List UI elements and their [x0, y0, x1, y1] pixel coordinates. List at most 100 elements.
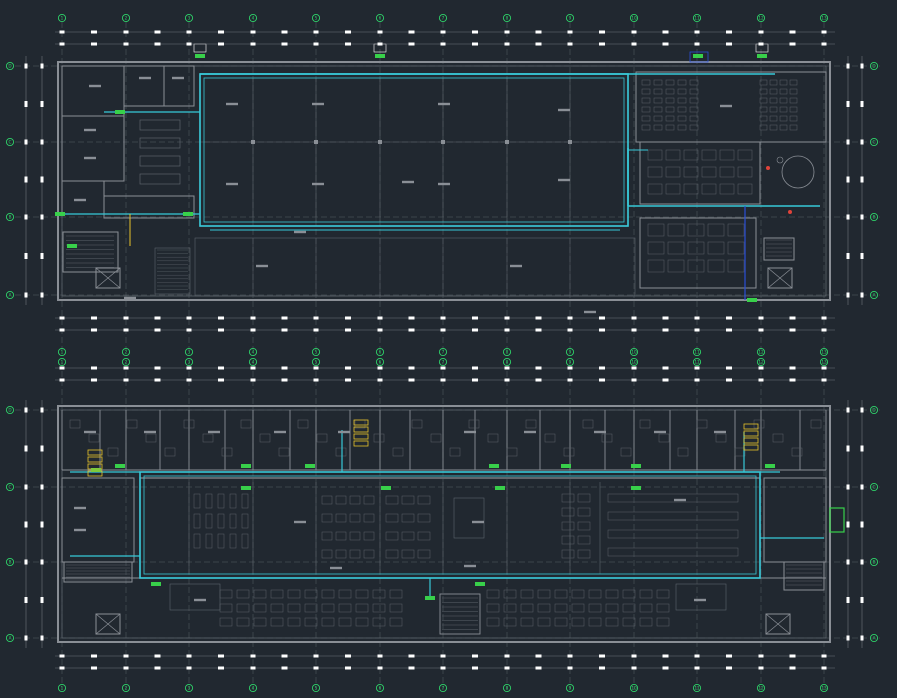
axis-bubble-label: 2 [125, 360, 128, 365]
production-bays [194, 73, 636, 297]
bench-row [607, 493, 739, 503]
equipment-panel [829, 507, 845, 533]
axis-bubble-label: 1 [61, 350, 64, 355]
axis-bubble-label: 3 [188, 686, 191, 691]
fixture [240, 419, 252, 429]
workstation [639, 603, 653, 613]
workstation [622, 617, 636, 627]
equipment-block [139, 137, 181, 149]
axis-bubble [756, 347, 766, 357]
dimension-text [408, 328, 415, 332]
dimension-text [218, 316, 224, 320]
office-area-wall [639, 217, 757, 289]
chair [759, 124, 768, 131]
cabinet [205, 513, 213, 529]
axis-bubble [121, 683, 131, 693]
axis-bubble [629, 357, 639, 367]
lower-hall [194, 237, 636, 297]
fixture [278, 447, 290, 457]
axis-bubble-label: 1 [61, 686, 64, 691]
dimension-tick [504, 378, 510, 382]
workstation [401, 549, 415, 559]
dimension-tick [694, 378, 700, 382]
dimension-tick [821, 654, 827, 658]
diffuser-marker [115, 110, 125, 114]
cabinet [193, 493, 201, 509]
dimension-text [662, 366, 669, 370]
axis-bubble [502, 683, 512, 693]
dimension-tick [59, 316, 65, 320]
chair [789, 115, 798, 122]
axis-bubble-label: 3 [188, 16, 191, 21]
workstation [707, 241, 725, 255]
workstation [372, 589, 386, 599]
dimension-tick [40, 292, 44, 298]
axis-bubble-label: 10 [631, 16, 637, 21]
room-partition [123, 65, 165, 107]
dimension-tick [504, 42, 510, 46]
column [568, 140, 572, 144]
dimension-text [281, 316, 288, 320]
workstation [701, 166, 717, 178]
dimension-tick [440, 30, 446, 34]
dimension-text [846, 176, 850, 183]
room-label [524, 430, 536, 434]
elevator-cross [765, 613, 791, 635]
workstation [687, 259, 705, 273]
workstation [389, 603, 403, 613]
dimension-text [154, 654, 161, 658]
room-label [84, 156, 96, 160]
diffuser-marker [425, 596, 435, 600]
column [314, 140, 318, 144]
cabinet [205, 493, 213, 509]
workstation [321, 549, 333, 559]
chair [779, 88, 788, 95]
desk [577, 507, 591, 517]
dimension-tick [860, 484, 864, 490]
workstation [588, 617, 602, 627]
axis-bubble-label: 8 [506, 350, 509, 355]
dimension-text [789, 666, 796, 670]
dimension-tick [313, 42, 319, 46]
dimension-text [91, 328, 97, 332]
dimension-text [599, 666, 605, 670]
room-label [84, 430, 96, 434]
axis-bubble-label: C [873, 140, 876, 145]
room-partition [61, 65, 125, 117]
dimension-tick [250, 316, 256, 320]
axis-bubble-label: 7 [442, 360, 445, 365]
dimension-tick [313, 654, 319, 658]
axis-bubble-label: 3 [188, 360, 191, 365]
workstation [667, 223, 685, 237]
dimension-text [408, 42, 415, 46]
diffuser-marker [765, 464, 775, 468]
axis-bubble-label: 3 [188, 350, 191, 355]
axis-bubble-label: D [8, 408, 11, 413]
workstation [656, 589, 670, 599]
cabinet [217, 533, 225, 549]
air-terminal-tag [193, 43, 207, 53]
workstation [417, 495, 431, 505]
axis-bubble-label: D [8, 64, 11, 69]
room-label [330, 566, 342, 570]
workstation [321, 603, 335, 613]
dimension-text [662, 666, 669, 670]
dimension-text [281, 328, 288, 332]
axis-bubble [565, 683, 575, 693]
chair [769, 115, 778, 122]
dimension-text [345, 328, 351, 332]
workstation [588, 589, 602, 599]
dimension-text [789, 316, 796, 320]
fixture [297, 419, 309, 429]
exterior-wall-inner [61, 65, 827, 297]
dimension-text [24, 445, 28, 452]
ramp [154, 247, 191, 295]
dimension-text [662, 654, 669, 658]
dimension-tick [694, 30, 700, 34]
workstation [253, 589, 267, 599]
